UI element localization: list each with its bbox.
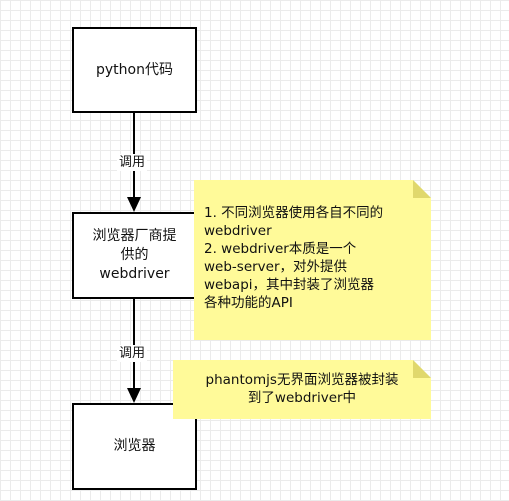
note-phantomjs-line: phantomjs无界面浏览器被封装 bbox=[205, 372, 399, 388]
node-vendor-webdriver-line: 供的 bbox=[120, 247, 149, 263]
note-phantomjs[interactable]: phantomjs无界面浏览器被封装 到了webdriver中 bbox=[173, 360, 431, 419]
node-vendor-webdriver-label: 浏览器厂商提 供的 webdriver bbox=[93, 227, 177, 284]
node-vendor-webdriver-line: 浏览器厂商提 bbox=[92, 228, 177, 244]
note-webdriver-line: webapi，其中封装了浏览器 bbox=[204, 277, 375, 293]
note-webdriver-line: 各种功能的API bbox=[204, 295, 293, 311]
note-webdriver-line: 2. webdriver本质是一个 bbox=[204, 241, 357, 257]
note-webdriver-line: 1. 不同浏览器使用各自不同的 bbox=[204, 205, 384, 221]
edge-label-call-2: 调用 bbox=[117, 345, 148, 362]
node-python-code[interactable]: python代码 bbox=[72, 27, 197, 113]
node-vendor-webdriver[interactable]: 浏览器厂商提 供的 webdriver bbox=[72, 212, 197, 299]
edge-label-call-1: 调用 bbox=[117, 154, 148, 171]
arrowhead-to-browser-box bbox=[127, 388, 141, 403]
node-vendor-webdriver-line: webdriver bbox=[99, 266, 170, 282]
note-webdriver-line: web-server，对外提供 bbox=[204, 259, 348, 275]
note-webdriver-line: webdriver bbox=[204, 223, 272, 239]
note-phantomjs-line: 到了webdriver中 bbox=[247, 390, 357, 406]
note-webdriver[interactable]: 1. 不同浏览器使用各自不同的 webdriver 2. webdriver本质… bbox=[194, 180, 431, 340]
arrowhead-to-vendor-box bbox=[127, 197, 141, 212]
node-python-code-label: python代码 bbox=[96, 61, 173, 78]
node-browser-label: 浏览器 bbox=[113, 438, 156, 454]
